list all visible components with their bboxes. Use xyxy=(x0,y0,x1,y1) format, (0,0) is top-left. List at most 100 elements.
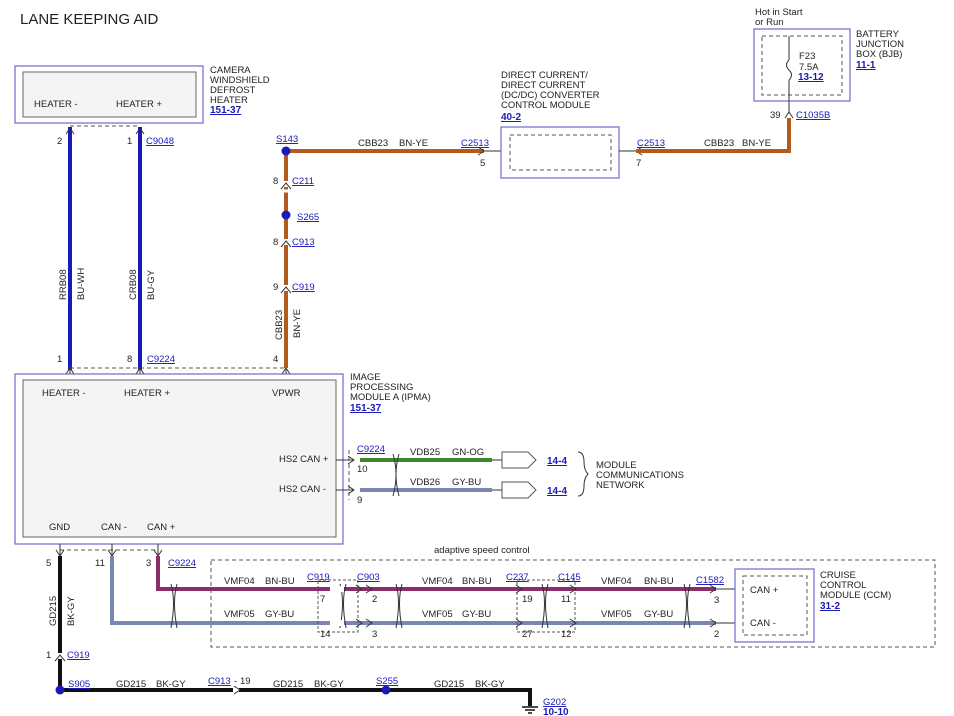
bjb-hot-line-1: Hot in Start xyxy=(755,7,803,18)
ccm-pin-3: 3 xyxy=(714,595,719,606)
vpwr-connector-c211 xyxy=(280,181,292,193)
vmf05-circuit-1: VMF05 xyxy=(224,609,255,620)
ccm-ref-link[interactable]: 31-2 xyxy=(820,601,840,612)
network-label-line-3: NETWORK xyxy=(596,480,645,491)
ground-c913-pin: 19 xyxy=(240,676,251,687)
ipma-pin-label-vpwr: VPWR xyxy=(272,388,301,399)
asc-connector-c145 xyxy=(569,584,577,628)
dcdc-ref-link[interactable]: 40-2 xyxy=(501,112,521,123)
asc-connector-c903 xyxy=(365,584,373,628)
bjb-ref-link[interactable]: 11-1 xyxy=(856,60,876,71)
camera-pin-num-2: 2 xyxy=(57,136,62,147)
vpwr-conn-c211-pin: 8 xyxy=(273,176,278,187)
dcdc-name-line-2: DIRECT CURRENT xyxy=(501,80,585,91)
bjb-name-line-3: BOX (BJB) xyxy=(856,49,902,60)
ipma-top-pin-num-4: 4 xyxy=(273,354,278,365)
camera-ref-link[interactable]: 151-37 xyxy=(210,105,242,116)
vmf05-color-1: GY-BU xyxy=(265,609,294,620)
ipma-pin-label-hs2-can-minus: HS2 CAN - xyxy=(279,484,326,495)
vmf05-color-3: GY-BU xyxy=(644,609,673,620)
vpwr-conn-c919-link[interactable]: C919 xyxy=(292,282,315,293)
twist-1 xyxy=(170,583,178,629)
asc-c919-bot-pin: 14 xyxy=(320,629,331,640)
ground-g202-link[interactable]: G202 xyxy=(543,697,566,708)
cbb23-left-circuit: CBB23 xyxy=(358,138,388,149)
heater-minus-circuit: RRB08 xyxy=(58,269,69,300)
camera-connector-link[interactable]: C9048 xyxy=(146,136,174,147)
splice-s255-link[interactable]: S255 xyxy=(376,676,398,687)
splice-s143-link[interactable]: S143 xyxy=(276,134,298,145)
dcdc-name-line-4: CONTROL MODULE xyxy=(501,100,590,111)
asc-c145-top-pin: 11 xyxy=(561,594,571,605)
ccm-pin-label-can-minus: CAN - xyxy=(750,618,776,629)
gd215-vertical-color: BK-GY xyxy=(66,596,77,626)
splice-s255 xyxy=(381,685,391,695)
bjb-fuse-label: F23 xyxy=(799,51,815,62)
ground-c913-link[interactable]: C913 xyxy=(208,676,231,687)
dcdc-right-connector-link[interactable]: C2513 xyxy=(637,138,665,149)
arrow-camera-heater-plus xyxy=(135,127,145,135)
asc-c919-link[interactable]: C919 xyxy=(307,572,330,583)
arrow-hs2-can-minus xyxy=(347,485,355,495)
bjb-name-line-2: JUNCTION xyxy=(856,39,904,50)
ground-conn-pin: 1 xyxy=(46,650,51,661)
ipma-right-connector-link[interactable]: C9224 xyxy=(357,444,385,455)
dcdc-converter-module: DIRECT CURRENT/ DIRECT CURRENT (DC/DC) C… xyxy=(500,70,620,179)
asc-c903-link[interactable]: C903 xyxy=(357,572,380,583)
vpwr-circuit-label: CBB23 xyxy=(274,310,285,340)
asc-c903-bot-pin: 3 xyxy=(372,629,377,640)
gd215-vertical-circuit: GD215 xyxy=(48,596,59,626)
vpwr-conn-c211-link[interactable]: C211 xyxy=(292,176,314,187)
arrow-hs2-can-plus xyxy=(347,455,355,465)
ipma-bottom-connector-link[interactable]: C9224 xyxy=(168,558,196,569)
ground-connector-c913 xyxy=(233,685,241,695)
network-label-line-1: MODULE xyxy=(596,460,637,471)
splice-s905-link[interactable]: S905 xyxy=(68,679,90,690)
camera-name-line-2: WINDSHIELD xyxy=(210,75,270,86)
splice-s265 xyxy=(281,210,291,220)
asc-c145-link[interactable]: C145 xyxy=(558,572,581,583)
asc-c237-link[interactable]: C237 xyxy=(506,572,529,583)
camera-pin-num-1: 1 xyxy=(127,136,132,147)
asc-c237-bot-pin: 27 xyxy=(522,629,533,640)
ipma-pin-label-hs2-can-plus: HS2 CAN + xyxy=(279,454,329,465)
vmf04-circuit-1: VMF04 xyxy=(224,576,255,587)
arrow-camera-heater-minus xyxy=(65,127,75,135)
dcdc-left-connector-link[interactable]: C2513 xyxy=(461,138,489,149)
bjb-name-line-1: BATTERY xyxy=(856,29,900,40)
vmf04-circuit-3: VMF04 xyxy=(601,576,632,587)
bjb-pin-num: 39 xyxy=(770,110,781,121)
ground-conn-link[interactable]: C919 xyxy=(67,650,90,661)
gd215-color-3: BK-GY xyxy=(475,679,505,690)
twisted-pair-hs2 xyxy=(392,453,400,497)
splice-s265-link[interactable]: S265 xyxy=(297,212,319,223)
ipma-right-pin-9: 9 xyxy=(357,495,362,506)
gd215-circuit-2: GD215 xyxy=(273,679,303,690)
ipma-name-line-2: PROCESSING xyxy=(350,382,413,393)
bjb-connector-link[interactable]: C1035B xyxy=(796,110,830,121)
vmf04-wire xyxy=(156,556,716,591)
camera-name-line-1: CAMERA xyxy=(210,65,251,76)
ipma-bottom-pin-5: 5 xyxy=(46,558,51,569)
heater-plus-circuit: CRB08 xyxy=(128,269,139,300)
camera-heater-module: HEATER - HEATER + CAMERA WINDSHIELD DEFR… xyxy=(14,65,270,124)
bjb-fuse-ref-link[interactable]: 13-12 xyxy=(798,72,824,83)
vpwr-conn-c913-link[interactable]: C913 xyxy=(292,237,315,248)
ccm-connector-link[interactable]: C1582 xyxy=(696,575,724,586)
ipma-ref-link[interactable]: 151-37 xyxy=(350,403,382,414)
ipma-bottom-pin-3: 3 xyxy=(146,558,151,569)
ipma-top-connector-link[interactable]: C9224 xyxy=(147,354,175,365)
vpwr-color-label: BN-YE xyxy=(292,309,303,338)
bjb-fuse-rating: 7.5A xyxy=(799,62,819,73)
ipma-pin-label-heater-plus: HEATER + xyxy=(124,388,170,399)
gd215-color-1: BK-GY xyxy=(156,679,186,690)
dcdc-name-line-3: (DC/DC) CONVERTER xyxy=(501,90,600,101)
vmf04-color-1: BN-BU xyxy=(265,576,295,587)
vdb26-ref-link[interactable]: 14-4 xyxy=(547,486,567,497)
splice-s143 xyxy=(281,146,291,156)
vdb25-ref-link[interactable]: 14-4 xyxy=(547,456,567,467)
ccm-name-line-2: CONTROL xyxy=(820,580,866,591)
ground-ref-link[interactable]: 10-10 xyxy=(543,707,569,716)
asc-connector-c237 xyxy=(515,579,576,633)
